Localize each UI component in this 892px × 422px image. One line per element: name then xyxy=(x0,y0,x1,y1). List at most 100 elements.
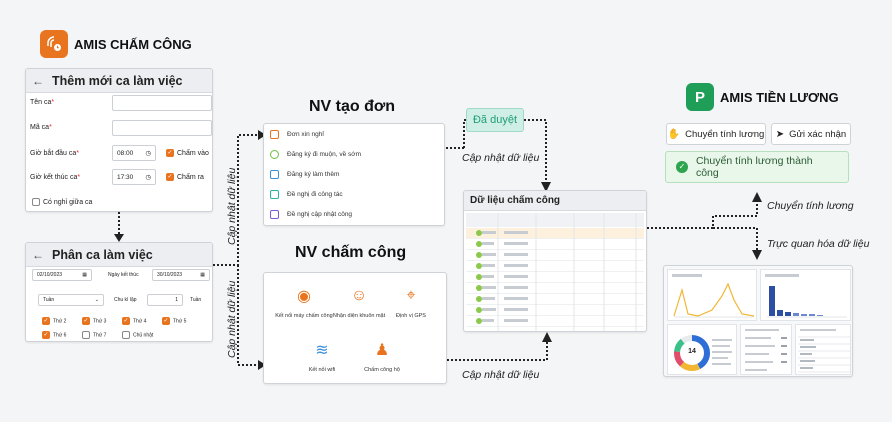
start-time-input[interactable]: 08:00◷ xyxy=(112,145,156,161)
request-item-business-trip[interactable]: Đề nghị đi công tác xyxy=(270,190,343,199)
flow-label-update-timekeeping: Cập nhật dữ liệu xyxy=(462,369,540,381)
calendar-icon xyxy=(270,170,279,179)
send-icon: ➤ xyxy=(775,128,785,140)
brand-name: AMIS CHẤM CÔNG xyxy=(74,36,192,52)
suitcase-icon xyxy=(270,190,279,199)
assign-shift-form: ← Phân ca làm việc xyxy=(25,242,213,342)
gps-pin-icon: ⌖ xyxy=(406,287,416,304)
table-graphic xyxy=(798,329,850,373)
check-circle-icon: ✓ xyxy=(676,161,688,173)
method-time-clock[interactable]: ◉Kết nối máy chấm công xyxy=(264,284,344,319)
data-card-title: Dữ liệu chấm công xyxy=(470,195,561,206)
day-option[interactable]: Chủ nhật xyxy=(122,331,153,339)
chevron-down-icon: ⌄ xyxy=(94,297,99,303)
face-scan-icon: ☺ xyxy=(350,287,368,304)
timekeeping-section-title: NV chấm công xyxy=(295,244,407,261)
add-shift-form: ← Thêm mới ca làm việc xyxy=(25,68,213,212)
table-row[interactable] xyxy=(466,294,644,305)
back-arrow-icon[interactable]: ← xyxy=(32,247,44,262)
table-row[interactable] xyxy=(466,239,644,250)
edit-icon xyxy=(270,210,279,219)
day-option[interactable]: ✓Thứ 2 xyxy=(42,317,67,325)
bar-chart-graphic xyxy=(765,274,847,318)
amis-tien-luong-brand: P AMIS TIỀN LƯƠNG xyxy=(686,83,839,111)
donut-center-value: 14 xyxy=(688,348,696,355)
list-panel xyxy=(740,324,792,375)
form-title: Thêm mới ca làm việc xyxy=(52,73,183,88)
flow-label-transfer-salary: Chuyển tính lương xyxy=(767,200,854,212)
transfer-salary-button[interactable]: ✋ Chuyển tính lương xyxy=(666,123,766,145)
period-select[interactable]: Tuần⌄ xyxy=(38,294,104,306)
end-date-label: Ngày kết thúc xyxy=(108,272,139,278)
wifi-hand-icon: ≋ xyxy=(315,342,329,359)
line-chart-panel xyxy=(667,269,757,321)
line-chart-graphic xyxy=(672,274,755,318)
check-out-option[interactable]: ✓Chấm ra xyxy=(166,173,204,181)
flow-label-update-bottom: Cập nhật dữ liệu xyxy=(226,280,238,358)
flow-connector-right xyxy=(647,192,762,260)
check-in-option[interactable]: ✓Chấm vào xyxy=(166,149,209,157)
calendar-icon: ▦ xyxy=(82,272,87,278)
flow-label-visualize: Trực quan hóa dữ liệu xyxy=(767,238,870,250)
day-option[interactable]: ✓Thứ 6 xyxy=(42,331,67,339)
table-row[interactable] xyxy=(466,228,644,239)
flow-connector-left xyxy=(213,130,266,370)
cycle-stepper[interactable]: 1 xyxy=(147,294,183,306)
fingerprint-icon: ◉ xyxy=(297,288,311,305)
table-row[interactable] xyxy=(466,305,644,316)
document-icon xyxy=(270,130,279,139)
method-wifi[interactable]: ≋Kết nối wifi xyxy=(282,338,362,373)
end-date-input[interactable]: 30/10/2023▦ xyxy=(152,269,210,281)
payroll-logo-icon: P xyxy=(686,83,714,111)
request-section-title: NV tạo đơn xyxy=(309,98,396,115)
day-option[interactable]: ✓Thứ 5 xyxy=(162,317,187,325)
hand-coins-icon: ✋ xyxy=(667,128,681,140)
request-item-leave[interactable]: Đơn xin nghỉ xyxy=(270,130,324,139)
back-arrow-icon[interactable]: ← xyxy=(32,73,44,88)
method-face-recognition[interactable]: ☺Nhận diện khuôn mặt xyxy=(319,284,399,319)
donut-chart-graphic xyxy=(674,335,732,371)
request-item-update-attendance[interactable]: Đề nghị cập nhật công xyxy=(270,210,352,219)
table-row[interactable] xyxy=(466,316,644,327)
shift-code-label: Mã ca* xyxy=(30,124,52,131)
brand-name: AMIS TIỀN LƯƠNG xyxy=(720,89,839,105)
table-row[interactable] xyxy=(466,272,644,283)
cycle-unit: Tuần xyxy=(190,297,202,303)
send-confirm-button[interactable]: ➤ Gửi xác nhận xyxy=(771,123,851,145)
table-row[interactable] xyxy=(466,250,644,261)
flow-connector-top xyxy=(446,119,551,192)
bar-chart-panel xyxy=(760,269,851,321)
amis-cham-cong-brand: AMIS CHẤM CÔNG xyxy=(40,30,192,58)
break-option[interactable]: Có nghỉ giữa ca xyxy=(32,198,92,206)
alarm-icon xyxy=(270,150,279,159)
approved-badge: Đã duyệt xyxy=(466,108,524,132)
shift-code-input[interactable] xyxy=(112,120,212,136)
start-date-input[interactable]: 02/10/2023▦ xyxy=(32,269,92,281)
group-icon: ♟ xyxy=(374,342,390,359)
method-proxy[interactable]: ♟Chấm công hộ xyxy=(342,338,422,373)
shift-name-label: Tên ca* xyxy=(30,99,55,106)
donut-chart-panel: 14 xyxy=(667,324,737,375)
table-panel xyxy=(795,324,851,375)
request-item-late[interactable]: Đăng ký đi muộn, về sớm xyxy=(270,150,361,159)
flow-arrow-down xyxy=(114,212,124,242)
request-item-overtime[interactable]: Đăng ký làm thêm xyxy=(270,170,339,179)
transfer-success-toast: ✓ Chuyển tính lương thành công xyxy=(665,151,849,183)
method-gps[interactable]: ⌖Định vị GPS xyxy=(371,284,451,319)
clock-icon: ◷ xyxy=(145,174,151,181)
clock-icon: ◷ xyxy=(145,150,151,157)
cycle-label: Chu kì lặp xyxy=(114,297,137,303)
flow-label-update-top: Cập nhật dữ liệu xyxy=(226,167,238,245)
day-option[interactable]: ✓Thứ 4 xyxy=(122,317,147,325)
fingerprint-clock-icon xyxy=(40,30,68,58)
form-title: Phân ca làm việc xyxy=(52,247,153,262)
calendar-icon: ▦ xyxy=(200,272,205,278)
list-graphic xyxy=(745,329,787,371)
table-row[interactable] xyxy=(466,261,644,272)
shift-name-input[interactable] xyxy=(112,95,212,111)
end-time-input[interactable]: 17:30◷ xyxy=(112,169,156,185)
table-row[interactable] xyxy=(466,283,644,294)
day-option[interactable]: ✓Thứ 3 xyxy=(82,317,107,325)
timekeeping-methods-card xyxy=(263,272,447,384)
day-option[interactable]: Thứ 7 xyxy=(82,331,106,339)
